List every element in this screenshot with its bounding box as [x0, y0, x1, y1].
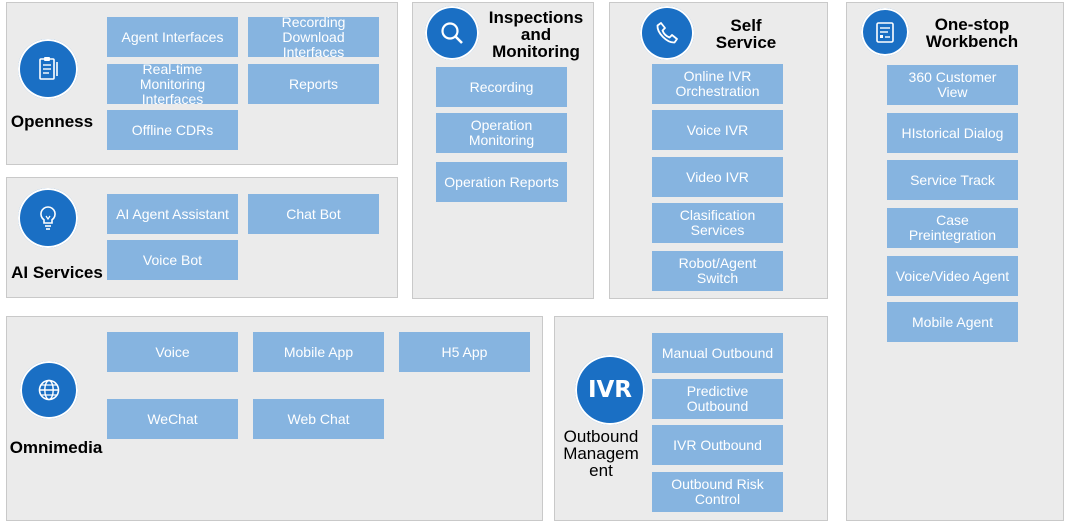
- tile-ivr-outbound[interactable]: IVR Outbound: [652, 425, 783, 465]
- tile-recording-download-interfaces[interactable]: Recording Download Interfaces: [248, 17, 379, 57]
- tile-robot-agent-switch[interactable]: Robot/Agent Switch: [652, 251, 783, 291]
- tile-online-ivr-orchestration[interactable]: Online IVR Orchestration: [652, 64, 783, 104]
- panel-title-self-service: Self Service: [715, 16, 777, 52]
- tile-predictive-outbound[interactable]: Predictive Outbound: [652, 379, 783, 419]
- phone-icon: [640, 6, 694, 60]
- panel-workbench: One-stop Workbench 360 Customer View HIs…: [846, 2, 1064, 521]
- tile-web-chat[interactable]: Web Chat: [253, 399, 384, 439]
- ivr-icon-text: IVR: [587, 377, 633, 403]
- lightbulb-icon: [18, 188, 78, 248]
- clipboard-icon: [18, 39, 78, 99]
- tile-chat-bot[interactable]: Chat Bot: [248, 194, 379, 234]
- tile-service-track[interactable]: Service Track: [887, 160, 1018, 200]
- tile-classification-services[interactable]: Clasification Services: [652, 203, 783, 243]
- panel-title-workbench: One-stop Workbench: [925, 15, 1019, 51]
- panel-title-outbound: Outbound Managem ent: [563, 427, 639, 480]
- panel-title-ai-services: AI Services: [11, 263, 103, 282]
- tile-case-preintegration[interactable]: Case Preintegration: [887, 208, 1018, 248]
- tile-video-ivr[interactable]: Video IVR: [652, 157, 783, 197]
- tile-reports[interactable]: Reports: [248, 64, 379, 104]
- tile-voice-bot[interactable]: Voice Bot: [107, 240, 238, 280]
- panel-openness: Openness Agent Interfaces Recording Down…: [6, 2, 398, 165]
- panel-omnimedia: Omnimedia Voice Mobile App H5 App WeChat…: [6, 316, 543, 521]
- panel-title-inspections: Inspections and Monitoring: [488, 8, 584, 61]
- tile-ai-agent-assistant[interactable]: AI Agent Assistant: [107, 194, 238, 234]
- tile-mobile-agent[interactable]: Mobile Agent: [887, 302, 1018, 342]
- panel-outbound-management: IVR Outbound Managem ent Manual Outbound…: [554, 316, 828, 521]
- globe-icon: [20, 361, 78, 419]
- tile-wechat[interactable]: WeChat: [107, 399, 238, 439]
- tile-manual-outbound[interactable]: Manual Outbound: [652, 333, 783, 373]
- tile-voice-video-agent[interactable]: Voice/Video Agent: [887, 256, 1018, 296]
- panel-self-service: Self Service Online IVR Orchestration Vo…: [609, 2, 828, 299]
- panel-title-omnimedia: Omnimedia: [9, 438, 103, 457]
- tile-voice-ivr[interactable]: Voice IVR: [652, 110, 783, 150]
- tile-agent-interfaces[interactable]: Agent Interfaces: [107, 17, 238, 57]
- tile-outbound-risk-control[interactable]: Outbound Risk Control: [652, 472, 783, 512]
- panel-title-openness: Openness: [10, 112, 94, 131]
- tile-operation-reports[interactable]: Operation Reports: [436, 162, 567, 202]
- tile-mobile-app[interactable]: Mobile App: [253, 332, 384, 372]
- tile-historical-dialog[interactable]: HIstorical Dialog: [887, 113, 1018, 153]
- tile-offline-cdrs[interactable]: Offline CDRs: [107, 110, 238, 150]
- magnifier-icon: [425, 6, 479, 60]
- ivr-icon: IVR: [575, 355, 645, 425]
- tile-h5-app[interactable]: H5 App: [399, 332, 530, 372]
- tile-360-customer-view[interactable]: 360 Customer View: [887, 65, 1018, 105]
- tile-voice[interactable]: Voice: [107, 332, 238, 372]
- tile-operation-monitoring[interactable]: Operation Monitoring: [436, 113, 567, 153]
- document-icon: [861, 8, 909, 56]
- tile-recording[interactable]: Recording: [436, 67, 567, 107]
- panel-inspections-monitoring: Inspections and Monitoring Recording Ope…: [412, 2, 594, 299]
- tile-realtime-monitoring-interfaces[interactable]: Real-time Monitoring Interfaces: [107, 64, 238, 104]
- panel-ai-services: AI Services AI Agent Assistant Chat Bot …: [6, 177, 398, 298]
